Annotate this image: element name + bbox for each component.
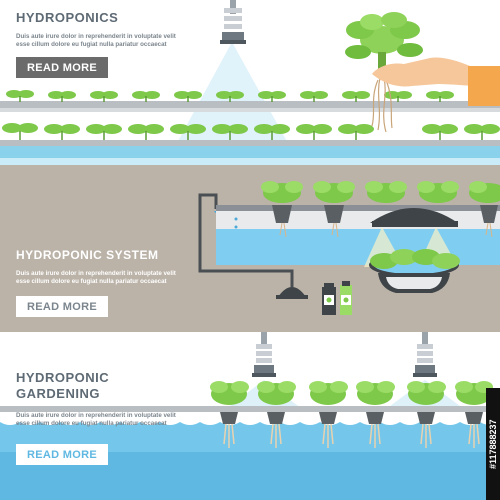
banner-hydroponics: HYDROPONICS Duis aute irure dolor in rep… xyxy=(0,0,500,165)
tank-plants xyxy=(261,181,500,238)
sprinkler-icon xyxy=(252,332,276,377)
water-pipe xyxy=(198,193,294,287)
description-line-1: Duis aute irure dolor in reprehenderit i… xyxy=(16,412,176,419)
seedling-row-bottom xyxy=(2,123,500,134)
tray-top xyxy=(0,101,500,108)
description-text: Duis aute irure dolor in reprehenderit i… xyxy=(16,412,176,428)
description-line-2: esse cillum dolore eu fugiat nulla paria… xyxy=(16,41,167,48)
section-title-line-1: HYDROPONIC xyxy=(16,370,110,385)
gardening-plants xyxy=(210,381,493,448)
description-text: Duis aute irure dolor in reprehenderit i… xyxy=(16,33,176,49)
nutrient-bottle-icon xyxy=(322,281,352,315)
banner-hydroponic-system: HYDROPONIC SYSTEM Duis aute irure dolor … xyxy=(0,165,500,332)
stock-watermark: #117888237 xyxy=(486,388,500,500)
section-title: HYDROPONIC SYSTEM xyxy=(16,248,159,262)
sprinkler-icon xyxy=(413,332,437,377)
section-title-line-2: GARDENING xyxy=(16,386,100,401)
pump-icon xyxy=(276,287,308,299)
sprinkler-icon xyxy=(220,0,246,44)
plant-icon xyxy=(345,12,423,133)
description-line-2: esse cillum dolore eu fugiat nulla paria… xyxy=(16,278,167,285)
hydroponics-illustration xyxy=(0,0,500,165)
description-line-1: Duis aute irure dolor in reprehenderit i… xyxy=(16,33,176,40)
banner-hydroponic-gardening: HYDROPONIC GARDENING Duis aute irure dol… xyxy=(0,332,500,500)
tray-bottom xyxy=(0,140,500,146)
hydroponic-system-illustration xyxy=(198,181,500,315)
read-more-button[interactable]: READ MORE xyxy=(16,57,108,78)
read-more-button[interactable]: READ MORE xyxy=(16,444,108,465)
read-more-button[interactable]: READ MORE xyxy=(16,296,108,317)
description-line-1: Duis aute irure dolor in reprehenderit i… xyxy=(16,270,176,277)
grow-dome xyxy=(364,208,460,293)
hand-icon xyxy=(372,57,500,106)
section-title: HYDROPONIC GARDENING xyxy=(16,370,109,402)
tray xyxy=(0,406,500,412)
description-line-2: esse cillum dolore eu fugiat nulla paria… xyxy=(16,420,167,427)
page-title: HYDROPONICS xyxy=(16,10,119,25)
description-text: Duis aute irure dolor in reprehenderit i… xyxy=(16,270,176,286)
